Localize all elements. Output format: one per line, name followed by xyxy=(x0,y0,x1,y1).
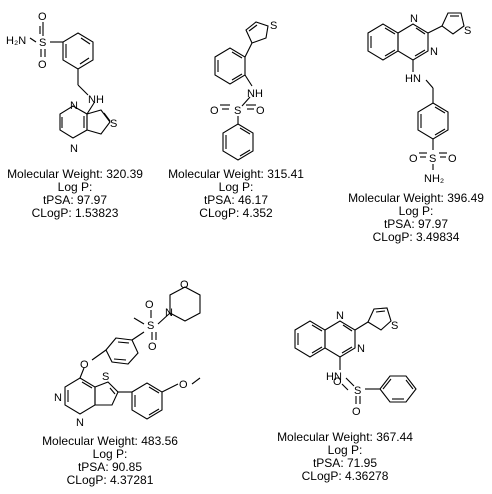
atom-o-methoxy: O xyxy=(179,379,188,391)
log-p: Log P: xyxy=(398,204,434,218)
phenyl-ring xyxy=(222,123,254,161)
atom-nh: NH xyxy=(88,94,104,106)
thiophene-ring xyxy=(441,12,465,35)
atom-n: N xyxy=(54,392,62,404)
methoxyphenyl-ring xyxy=(131,382,163,420)
clogp: CLogP: 1.53823 xyxy=(31,206,119,220)
molecular-weight: Molecular Weight: 367.44 xyxy=(277,430,413,444)
tpsa: tPSA: 90.85 xyxy=(77,460,143,474)
properties-1: Molecular Weight: 320.39 Log P: tPSA: 97… xyxy=(0,168,150,220)
benzene-ring xyxy=(214,47,246,85)
log-p: Log P: xyxy=(218,180,254,194)
structure-2: S NH S O O xyxy=(210,20,277,161)
atom-s: S xyxy=(429,153,436,165)
atom-o: O xyxy=(448,153,457,165)
molecular-weight: Molecular Weight: 315.41 xyxy=(168,167,304,181)
tpsa: tPSA: 71.95 xyxy=(312,456,378,470)
compound-3: N N S HN S O O NH₂ Molecular Weight: 396… xyxy=(340,0,492,260)
thiophene-ring xyxy=(94,381,119,406)
atom-s: S xyxy=(147,320,154,332)
atom-n: N xyxy=(76,417,84,429)
atom-s: S xyxy=(464,25,471,37)
compound-4: O N S O O O S N N O Molecular Weight: 48… xyxy=(40,279,260,494)
compound-5: N N S HN S O O Molecular Weight: 367.44 … xyxy=(270,300,470,494)
benzene-ring xyxy=(62,32,94,70)
compound-1: H₂N S O O NH N N S Molecular Weight: 320… xyxy=(0,0,170,230)
structure-4: O N S O O O S N N O xyxy=(54,279,201,429)
atom-s: S xyxy=(110,118,117,130)
atom-hn: HN xyxy=(326,371,342,383)
clogp: CLogP: 3.49834 xyxy=(372,230,460,244)
atom-nh: NH xyxy=(247,88,263,100)
tpsa: tPSA: 97.97 xyxy=(42,193,108,207)
thiophene-ring xyxy=(245,21,269,44)
atom-n: N xyxy=(336,310,344,322)
tpsa: tPSA: 97.97 xyxy=(383,217,449,231)
benzo-ring xyxy=(294,320,326,358)
atom-s: S xyxy=(354,385,361,397)
thiophene-ring xyxy=(367,307,392,331)
molecular-weight: Molecular Weight: 320.39 xyxy=(7,167,143,181)
atom-o: O xyxy=(333,376,342,388)
atom-s: S xyxy=(102,371,109,383)
properties-3: Molecular Weight: 396.49 Log P: tPSA: 97… xyxy=(340,192,492,244)
pyrimidine-ring xyxy=(324,320,356,358)
log-p: Log P: xyxy=(327,443,363,457)
atom-n: N xyxy=(165,307,173,319)
thiophene-ring xyxy=(86,109,111,135)
atom-nh2: NH₂ xyxy=(424,173,444,185)
log-p: Log P: xyxy=(57,180,93,194)
atom-h2n: H₂N xyxy=(6,35,26,47)
log-p: Log P: xyxy=(92,447,128,461)
structure-1: H₂N S O O NH N N S xyxy=(6,11,117,155)
clogp: CLogP: 4.352 xyxy=(199,206,273,220)
atom-n: N xyxy=(410,13,418,25)
atom-o: O xyxy=(80,359,89,371)
atom-o: O xyxy=(352,406,361,418)
atom-n: N xyxy=(357,343,365,355)
atom-o: O xyxy=(409,153,418,165)
clogp: CLogP: 4.36278 xyxy=(301,469,389,483)
atom-s: S xyxy=(234,105,241,117)
benzo-ring xyxy=(367,23,399,61)
clogp: CLogP: 4.37281 xyxy=(66,473,154,487)
atom-n: N xyxy=(70,100,78,112)
atom-o: O xyxy=(38,11,47,23)
atom-o: O xyxy=(210,105,219,117)
atom-s: S xyxy=(39,37,46,49)
atom-o: O xyxy=(145,299,154,311)
atom-n: N xyxy=(430,46,438,58)
atom-o: O xyxy=(180,279,189,291)
atom-o: O xyxy=(148,341,157,353)
atom-o: O xyxy=(256,105,265,117)
structure-5: N N S HN S O O xyxy=(294,307,417,418)
benzene-ring xyxy=(417,102,449,140)
pyrimidine-ring xyxy=(397,23,429,61)
atom-s: S xyxy=(270,20,277,32)
atom-n: N xyxy=(70,143,78,155)
molecular-weight: Molecular Weight: 483.56 xyxy=(42,434,178,448)
pyrimidine-ring xyxy=(64,377,96,415)
compound-2: S NH S O O Molecular Weight: 315.41 Log … xyxy=(160,0,330,230)
tpsa: tPSA: 46.17 xyxy=(203,193,269,207)
phenyl-ring xyxy=(379,375,417,403)
properties-2: Molecular Weight: 315.41 Log P: tPSA: 46… xyxy=(160,168,312,220)
structure-3: N N S HN S O O NH₂ xyxy=(367,12,471,185)
atom-o: O xyxy=(38,59,47,71)
properties-4: Molecular Weight: 483.56 Log P: tPSA: 90… xyxy=(40,435,180,487)
properties-5: Molecular Weight: 367.44 Log P: tPSA: 71… xyxy=(270,431,420,483)
molecular-weight: Molecular Weight: 396.49 xyxy=(348,191,484,205)
atom-s: S xyxy=(391,320,398,332)
atom-hn: HN xyxy=(405,73,421,85)
morpholine-ring xyxy=(169,286,201,322)
